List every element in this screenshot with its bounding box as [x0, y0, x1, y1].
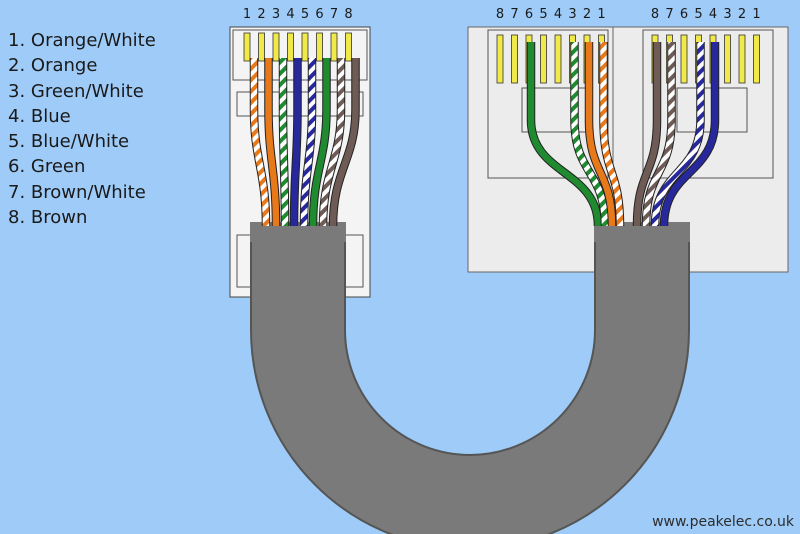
plug-pin-number: 6 [315, 7, 323, 22]
socket-pin-number: 2 [583, 7, 591, 22]
plug-pin [345, 32, 352, 62]
socket-pin-number: 3 [723, 7, 731, 22]
socket-b-frame [642, 29, 774, 179]
plug-wire [279, 58, 289, 227]
socket-pin-number: 4 [554, 7, 562, 22]
legend-item: 6. Green [8, 156, 86, 178]
legend-item: 3. Green/White [8, 80, 144, 102]
socket-wire [633, 42, 661, 227]
socket-pin [738, 34, 746, 84]
plug-pin-number: 3 [272, 7, 280, 22]
cable-end-plug [250, 222, 346, 242]
socket-pin [496, 34, 504, 84]
socket-pin [540, 34, 547, 84]
plug-wires [249, 58, 360, 227]
socket-wire [651, 42, 704, 227]
socket-pin-number: 6 [680, 7, 688, 22]
socket-wire [585, 42, 616, 227]
plug-pin-number: 4 [286, 7, 294, 22]
plug-wire [319, 58, 345, 227]
socket-pin [680, 34, 688, 84]
plug-pin [258, 32, 265, 62]
plug-wire [329, 58, 359, 227]
socket-pin-number: 1 [752, 7, 760, 22]
plug-pin [330, 32, 338, 62]
socket-pin-number: 8 [496, 7, 504, 22]
plug-wire [265, 58, 280, 227]
plug-wire [309, 58, 330, 227]
socket-a-frame [487, 29, 609, 179]
plug-pin [287, 32, 294, 62]
socket-pin [724, 34, 731, 84]
socket-pin [554, 34, 562, 84]
legend-item: 4. Blue [8, 105, 71, 127]
plug-pin [316, 32, 323, 62]
socket-pin-number: 5 [539, 7, 547, 22]
plug-pin [243, 32, 251, 62]
legend-item: 2. Orange [8, 55, 98, 77]
plug-pin [272, 32, 280, 62]
cable-loop [252, 240, 688, 534]
plug-pins [243, 32, 352, 62]
plug-wire [290, 58, 301, 227]
socket-pin-number: 3 [568, 7, 576, 22]
legend-item: 8. Brown [8, 207, 88, 229]
plug-wire [300, 58, 316, 227]
socket-wires [526, 42, 720, 227]
socket-pin-number: 5 [694, 7, 702, 22]
site-credit: www.peakelec.co.uk [652, 514, 794, 530]
socket-wire [642, 42, 675, 227]
socket-pin-number: 7 [665, 7, 673, 22]
socket-wire [571, 42, 609, 227]
plug-pin-number: 7 [330, 7, 338, 22]
socket-pin [753, 34, 760, 84]
socket-pin-number: 6 [525, 7, 533, 22]
cable-end-socket [594, 222, 690, 242]
socket-pin-number: 2 [738, 7, 746, 22]
plug-pin-number: 1 [243, 7, 251, 22]
plug-pin-number: 2 [257, 7, 265, 22]
legend-item: 1. Orange/White [8, 30, 156, 51]
socket-pin-number: 8 [651, 7, 659, 22]
socket-pin-number: 4 [709, 7, 717, 22]
pin-legend: 1. Orange/White 2. Orange 3. Green/White… [8, 28, 156, 230]
socket-wire [600, 42, 624, 227]
plug-pin-number: 5 [301, 7, 309, 22]
plug-wire [250, 58, 270, 227]
socket-wire [660, 42, 719, 227]
plug-pin [301, 32, 309, 62]
socket-wire [527, 42, 602, 227]
legend-item: 5. Blue/White [8, 131, 130, 153]
socket-pin [511, 34, 518, 84]
plug-pin-number: 8 [344, 7, 352, 22]
socket-pin-number: 7 [510, 7, 518, 22]
legend-item: 7. Brown/White [8, 181, 146, 203]
socket-pin-number: 1 [597, 7, 605, 22]
